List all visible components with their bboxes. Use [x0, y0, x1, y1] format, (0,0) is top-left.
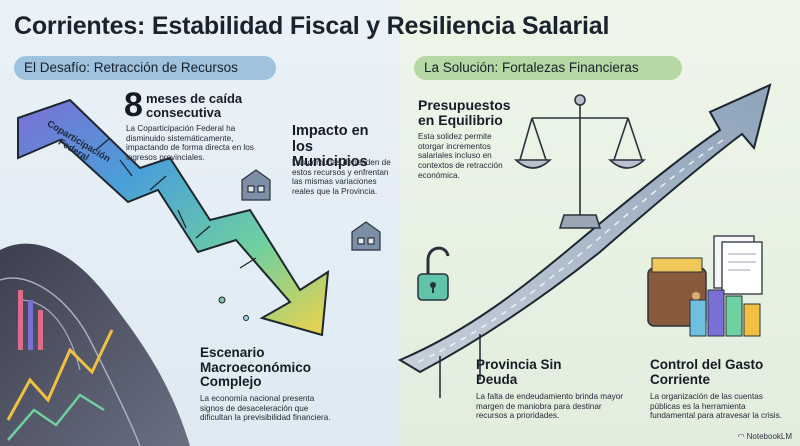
wave-icon [0, 243, 190, 446]
unlock-icon [417, 246, 450, 301]
presupuestos-text: Esta solidez permite otorgar incrementos… [418, 132, 503, 180]
deuda-text: La falta de endeudamiento brinda mayor m… [476, 392, 624, 421]
page-title: Corrientes: Estabilidad Fiscal y Resilie… [14, 12, 610, 40]
coin-stack-icon [689, 289, 761, 337]
brand-name: NotebookLM [746, 432, 792, 441]
scale-icon [513, 94, 647, 229]
houses-icon [241, 169, 381, 251]
municipios-text: Las comunas dependen de estos recursos y… [292, 158, 391, 197]
rising-arrow-icon [397, 83, 772, 398]
falling-arrow-icon [17, 98, 330, 337]
stat-text: La Coparticipación Federal ha disminuido… [126, 124, 254, 163]
notebooklm-logo-icon: ◠ [737, 432, 745, 441]
stat-heading: meses de caída consecutiva [146, 91, 243, 121]
municipios-heading: Impacto en los Municipios [292, 123, 369, 171]
documents-icon [713, 235, 763, 295]
stat-number: 8 [124, 86, 143, 124]
gasto-heading: Control del Gasto Corriente [650, 357, 764, 387]
presupuestos-heading: Presupuestos en Equilibrio [418, 97, 511, 129]
solution-section-label: La Solución: Fortalezas Financieras [414, 56, 682, 80]
gasto-text: La organización de las cuentas públicas … [650, 392, 782, 421]
brand-footer: ◠ NotebookLM [738, 432, 792, 441]
deuda-heading: Provincia Sin Deuda [476, 357, 562, 387]
challenge-section-label: El Desafío: Retracción de Recursos [14, 56, 276, 80]
escenario-text: La economía nacional presenta signos de … [200, 394, 331, 423]
escenario-heading: Escenario Macroeconómico Complejo [200, 345, 312, 390]
